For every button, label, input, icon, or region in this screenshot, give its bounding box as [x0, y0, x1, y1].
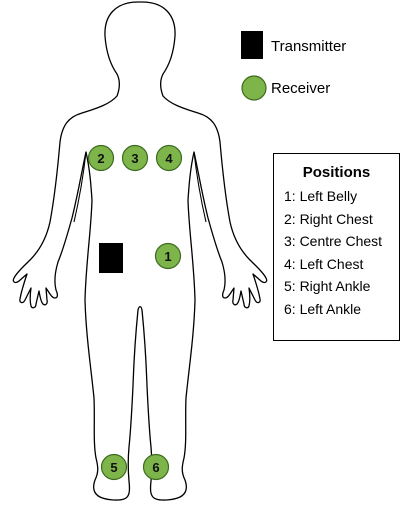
- positions-title: Positions: [274, 164, 399, 182]
- receiver-marker-2: 2: [89, 146, 114, 171]
- legend-receiver-swatch: [242, 76, 266, 100]
- position-item-4: 4: Left Chest: [284, 253, 399, 276]
- svg-text:3: 3: [131, 151, 138, 166]
- svg-text:4: 4: [165, 151, 173, 166]
- svg-text:5: 5: [110, 460, 117, 475]
- receiver-marker-6: 6: [144, 455, 169, 480]
- legend-transmitter-swatch: [241, 31, 263, 59]
- positions-legend-box: Positions 1: Left Belly 2: Right Chest 3…: [273, 153, 400, 341]
- svg-text:6: 6: [152, 460, 159, 475]
- position-item-3: 3: Centre Chest: [284, 230, 399, 253]
- receiver-marker-5: 5: [102, 455, 127, 480]
- receiver-marker-3: 3: [123, 146, 148, 171]
- legend-transmitter-label: Transmitter: [271, 38, 346, 55]
- body-outline: [13, 2, 266, 500]
- receiver-marker-4: 4: [157, 146, 182, 171]
- transmitter-marker: [99, 243, 123, 273]
- position-item-6: 6: Left Ankle: [284, 298, 399, 321]
- position-item-5: 5: Right Ankle: [284, 275, 399, 298]
- svg-text:1: 1: [164, 249, 171, 264]
- receiver-marker-1: 1: [156, 244, 181, 269]
- position-item-2: 2: Right Chest: [284, 208, 399, 231]
- svg-text:2: 2: [97, 151, 104, 166]
- legend-receiver-label: Receiver: [271, 80, 330, 97]
- position-item-1: 1: Left Belly: [284, 185, 399, 208]
